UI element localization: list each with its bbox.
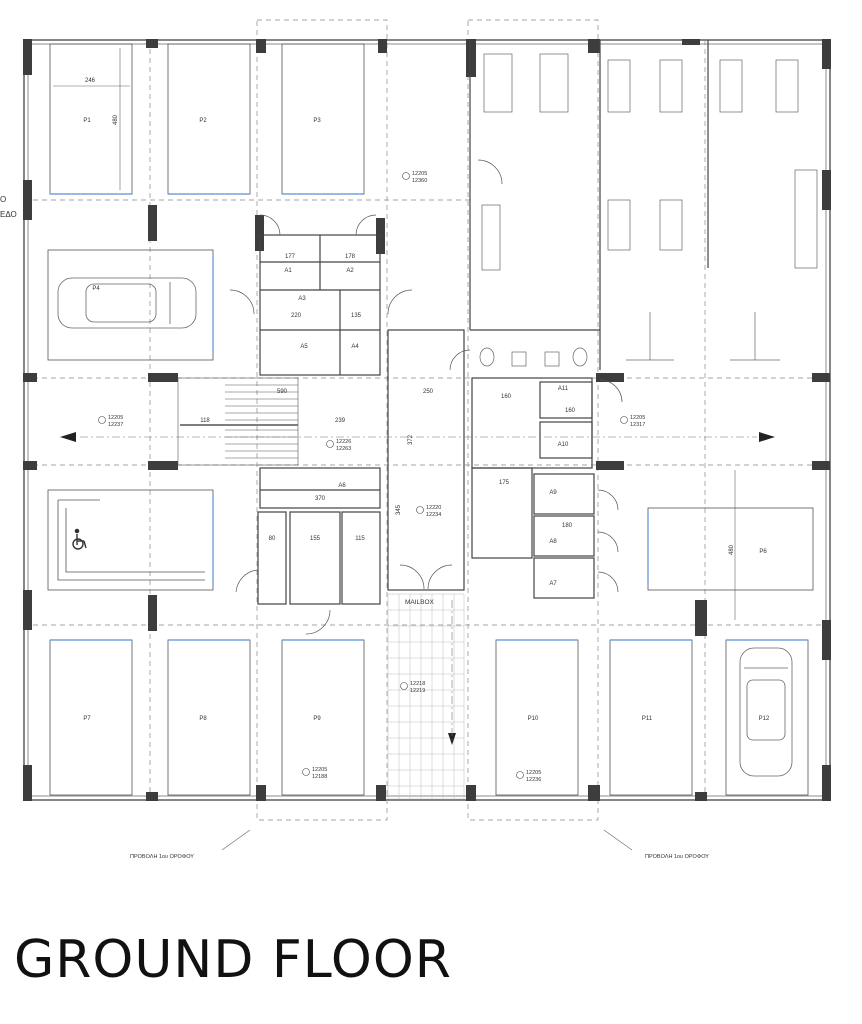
dim-590: 590: [277, 389, 288, 395]
columns: [23, 39, 831, 801]
storage-dim-a1: 177: [285, 254, 296, 260]
parking-bays: [47, 43, 814, 796]
grid-lines: [24, 19, 830, 821]
parking-len-p1: 480: [113, 114, 119, 125]
storage-labels: A1 177 A2 178 A3 220 A4 135 A5 A6 370 A7…: [284, 254, 575, 587]
dim-155: 155: [310, 536, 321, 542]
storage-label-a8: A8: [549, 539, 557, 545]
storage-label-a11: A11: [558, 386, 569, 392]
left-edge-label-2: ΕΔΟ: [0, 210, 17, 219]
storage-label-a10: A10: [558, 442, 569, 448]
parking-label-p8: P8: [199, 716, 207, 722]
parking-label-p3: P3: [313, 118, 321, 124]
svg-text:12263: 12263: [336, 446, 351, 452]
storage-label-a5: A5: [300, 344, 308, 350]
toilets: [479, 347, 588, 367]
parking-label-p9: P9: [313, 716, 321, 722]
storage-label-a6: A6: [338, 483, 346, 489]
parking-dim-p1: 246: [85, 78, 96, 84]
svg-text:12218: 12218: [410, 681, 425, 687]
storage-label-a4: A4: [351, 344, 359, 350]
storage-dim-a9: 175: [499, 480, 510, 486]
storage-label-a3: A3: [298, 296, 306, 302]
left-edge-label-1: Ο: [0, 195, 6, 204]
storage-dim-a11: 160: [501, 394, 512, 400]
storage-dim-a3: 220: [291, 313, 302, 319]
page-title: GROUND FLOOR: [14, 930, 452, 990]
svg-text:12205: 12205: [412, 171, 427, 177]
dim-372: 372: [408, 434, 414, 445]
car-icon-p12: [739, 647, 793, 777]
doors: [229, 159, 623, 635]
svg-text:12226: 12226: [336, 439, 351, 445]
car-icon: [57, 277, 197, 329]
storage-label-a2: A2: [346, 268, 354, 274]
interior-walls: [257, 40, 709, 605]
accessible-bay-outline: [57, 499, 205, 581]
svg-text:12220: 12220: [426, 505, 441, 511]
svg-text:12236: 12236: [526, 777, 541, 783]
dimension-lines: [53, 48, 736, 620]
storage-label-a9: A9: [549, 490, 557, 496]
storage-label-a7: A7: [549, 581, 557, 587]
parking-label-p10: P10: [528, 716, 539, 722]
parking-label-p1: P1: [83, 118, 91, 124]
storage-dim-a6: 370: [315, 496, 326, 502]
parking-label-p6: P6: [759, 549, 767, 555]
svg-text:12234: 12234: [426, 512, 441, 518]
parking-label-p11: P11: [642, 716, 653, 722]
mailbox-label: MAILBOX: [405, 599, 435, 606]
projection-callouts: [221, 829, 633, 851]
dim-250: 250: [423, 389, 434, 395]
mailbox-floor-grid: [387, 593, 465, 800]
storage-label-a1: A1: [284, 268, 292, 274]
svg-text:12205: 12205: [108, 415, 123, 421]
parking-label-p7: P7: [83, 716, 91, 722]
svg-text:12188: 12188: [312, 774, 327, 780]
svg-text:12219: 12219: [410, 688, 425, 694]
gym-equipment: [481, 53, 818, 361]
dim-80: 80: [269, 536, 276, 542]
storage-dim-a2: 178: [345, 254, 356, 260]
svg-text:12360: 12360: [412, 178, 427, 184]
parking-label-p2: P2: [199, 118, 207, 124]
dimension-labels: 590 118 239 250 80 155 115 372 345: [200, 389, 433, 542]
parking-labels: P1 246 480 P2 P3 P4 P6 480 P7 P8 P9 P10 …: [83, 78, 770, 722]
svg-text:12205: 12205: [526, 770, 541, 776]
section-arrows: [60, 432, 775, 745]
svg-text:12205: 12205: [630, 415, 645, 421]
parking-label-p4: P4: [92, 286, 100, 292]
stairs: [177, 377, 299, 466]
svg-text:12317: 12317: [630, 422, 645, 428]
projection-label-left: ΠΡΟΒΟΛΗ 1ου ΟΡΟΦΟΥ: [130, 854, 194, 860]
storage-dim-a8: 180: [562, 523, 573, 529]
dim-118: 118: [200, 418, 210, 424]
parking-len-p6: 480: [729, 544, 735, 555]
storage-dim-a10: 160: [565, 408, 576, 414]
parking-bay-accents: [50, 193, 808, 641]
dim-345: 345: [396, 504, 402, 515]
outer-walls: [23, 39, 831, 801]
projection-label-right: ΠΡΟΒΟΛΗ 1ου ΟΡΟΦΟΥ: [645, 854, 709, 860]
wheelchair-icon: [72, 528, 87, 550]
dim-239: 239: [335, 418, 346, 424]
dim-115: 115: [355, 536, 365, 542]
svg-text:12205: 12205: [312, 767, 327, 773]
svg-text:12237: 12237: [108, 422, 123, 428]
parking-label-p12: P12: [759, 716, 770, 722]
storage-dim-a4: 135: [351, 313, 362, 319]
